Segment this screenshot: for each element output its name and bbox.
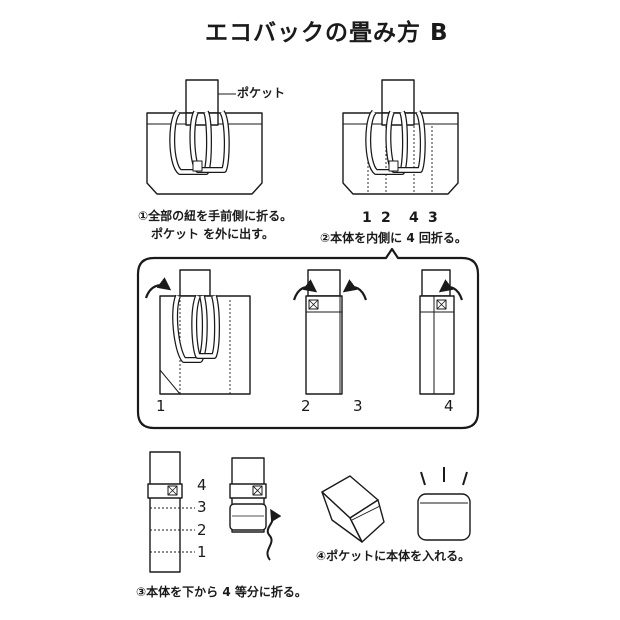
panel-number: 4: [444, 397, 454, 415]
quarter-number: 3: [197, 498, 207, 516]
bubble-bag-3: [419, 269, 464, 395]
pocket-label: ポケット: [237, 86, 286, 100]
diagram-title: エコバックの畳み方 B: [205, 20, 449, 46]
quarter-number: 4: [197, 476, 207, 494]
step3-strip: [147, 451, 195, 573]
step3-caption: ③本体を下から 4 等分に折る。: [136, 585, 307, 599]
step3-rolled-strip: [229, 457, 282, 561]
bubble-bag-1: [144, 269, 251, 395]
step4-pouch-finished: [417, 467, 471, 541]
step1-caption-line1: ①全部の紐を手前側に折る。: [138, 209, 293, 223]
fold-order-number: 1: [362, 210, 372, 226]
fold-order-number: 4: [409, 210, 419, 226]
bubble-bag-2: [292, 269, 368, 395]
step2-bag: [342, 79, 459, 195]
panel-number: 3: [353, 397, 363, 415]
fold-order-number: 3: [428, 210, 438, 226]
panel-number: 1: [156, 397, 166, 415]
quarter-number: 1: [197, 543, 207, 561]
quarter-number: 2: [197, 521, 207, 539]
step4-caption: ④ポケットに本体を入れる。: [316, 549, 471, 563]
step1-caption-line2: ポケット を外に出す。: [151, 227, 274, 241]
fold-order-number: 2: [381, 210, 391, 226]
step2-caption: ②本体を内側に 4 回折る。: [320, 231, 467, 245]
step4-pouch-folding: [321, 475, 385, 543]
panel-number: 2: [301, 397, 311, 415]
step1-bag: [146, 79, 263, 195]
